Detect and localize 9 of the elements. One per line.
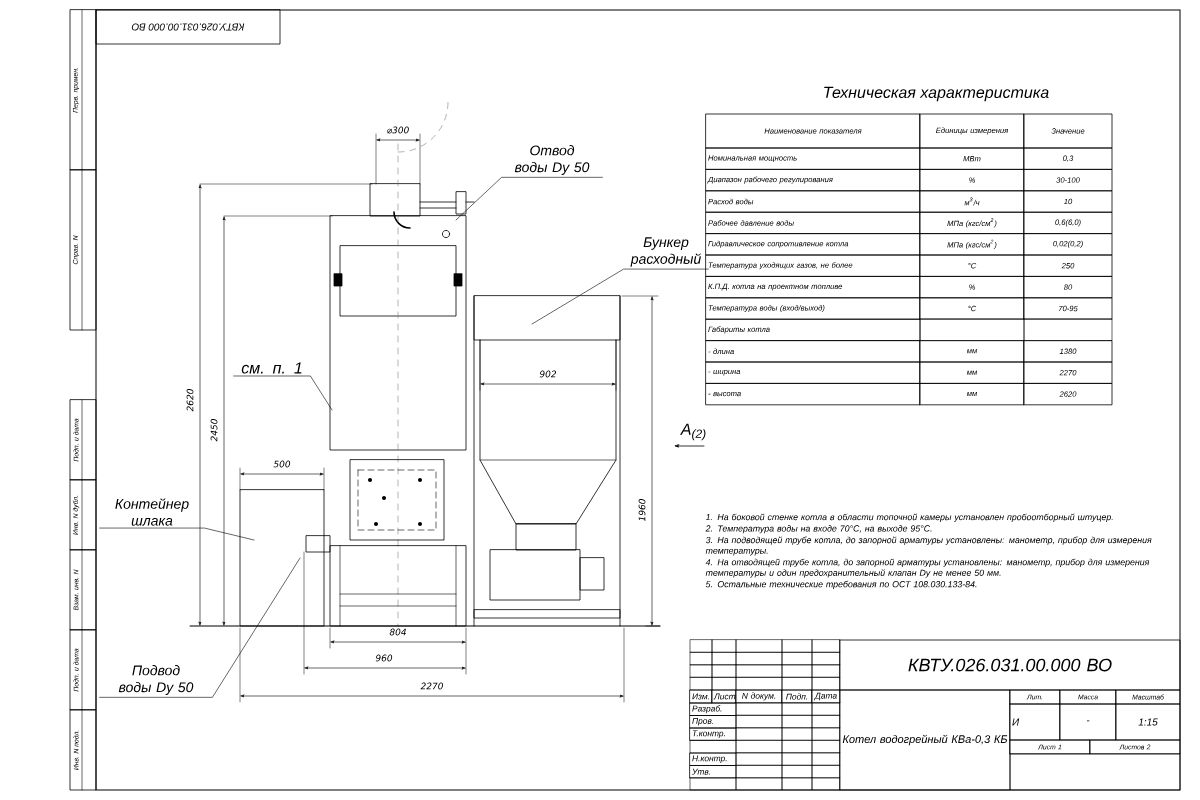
- leader-line: [233, 375, 333, 411]
- callout-text: см. п. 1: [241, 362, 302, 374]
- table-title: Техническая характеристика: [824, 86, 1049, 102]
- leader-line: [99, 527, 255, 541]
- table-cell: КВТУ.026.031.00.000 ВО: [839, 639, 1181, 691]
- leader-line: [455, 177, 603, 221]
- leader-line: [99, 557, 301, 698]
- view-mark: A$_{(2)}$: [680, 423, 706, 441]
- leader-line: [531, 268, 709, 325]
